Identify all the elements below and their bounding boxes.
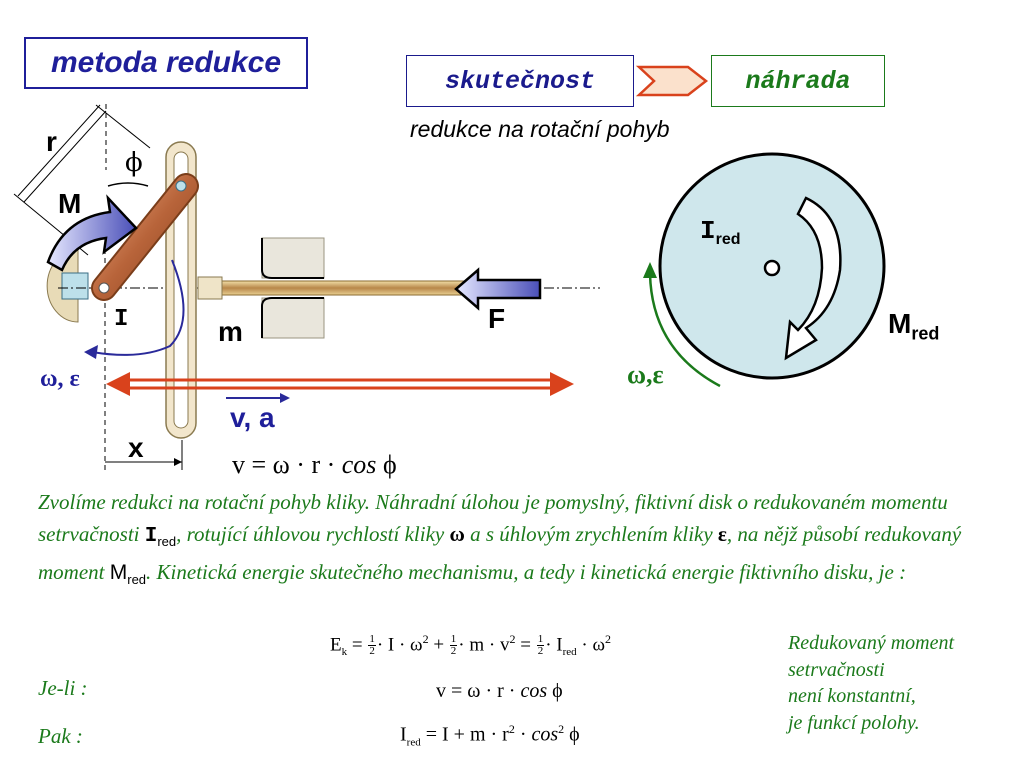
omega-eps-arc [648,273,721,388]
note-line: Redukovaný moment [788,632,955,654]
substitute-label: náhrada [745,66,851,96]
note-block: Redukovaný moment setrvačnosti není kons… [788,630,954,736]
label-M: M [58,188,82,219]
moment-red-arrow [784,196,842,361]
label-F: F [488,303,506,334]
substitute-label-box: náhrada [711,55,885,107]
label-jeli: Je-li : [38,676,88,700]
label-m: m [218,316,243,347]
velocity-double-arrow [106,372,574,396]
force-arrow [454,267,542,311]
slider-guide [261,237,325,339]
note-line: není konstantní, [788,685,916,707]
equation-reduced-inertia: Ired = I + m · r2 · cos2 ϕ [400,722,580,749]
note-line: je funkcí polohy. [788,711,920,734]
phi-arc [107,182,149,187]
piston-rod [199,280,471,296]
real-label: skutečnost [444,66,596,96]
disk-center [763,259,781,277]
crank-arm [91,173,199,301]
equation-velocity-bottom: v = ω · r · cos ϕ [436,680,563,702]
label-x: x [128,432,144,463]
label-omega-eps: ω, ε [40,366,80,392]
label-va: v, a [230,402,275,433]
label-disk-omega-eps: ω,ε [627,360,664,389]
chevron-arrow-icon [636,65,709,97]
label-I: I [114,306,129,333]
omega-arrow [91,259,185,356]
subtitle: redukce na rotační pohyb [410,116,670,142]
moment-arrow [46,194,138,272]
page-title: metoda redukce [50,46,282,79]
label-r: r [46,126,57,157]
label-pak: Pak : [38,724,83,748]
real-label-box: skutečnost [406,55,634,107]
label-phi: ϕ [125,148,143,178]
note-line: setrvačnosti [788,658,885,681]
title-box: metoda redukce [24,37,308,89]
pivot-bearing [61,272,89,300]
label-I-red: Ired [700,216,741,249]
label-M-red: Mred [888,308,940,344]
equation-velocity-top: v = ω · r · cos ϕ [232,450,397,479]
rod-joint [197,276,223,300]
mechanism-diagram [13,104,600,470]
explanation-paragraph: Zvolíme redukci na rotační pohyb kliky. … [38,490,962,588]
disk-diagram [643,152,886,388]
